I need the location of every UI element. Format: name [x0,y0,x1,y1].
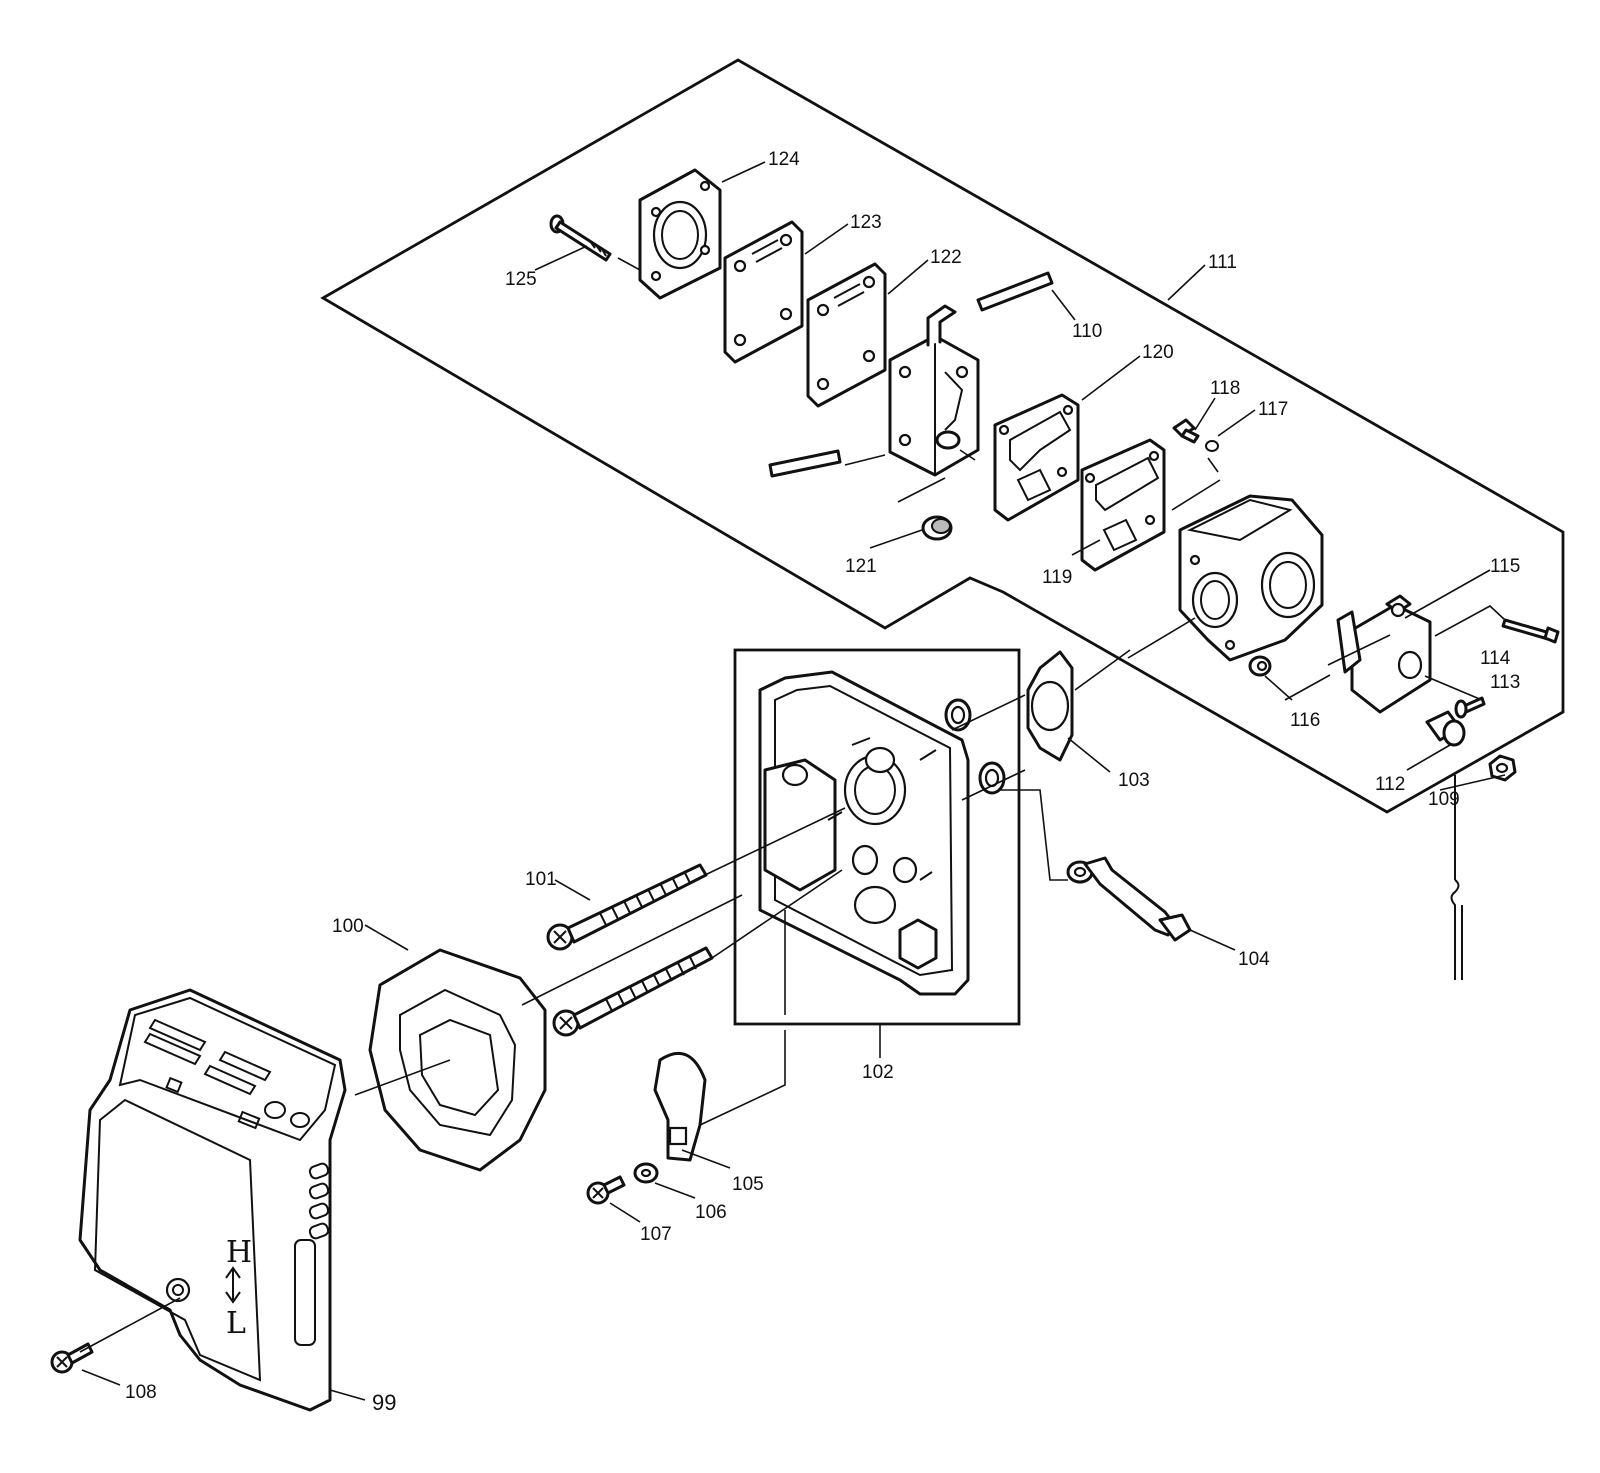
label-100: 100 [332,916,364,937]
carburetor-assembly-boundary [320,58,1565,814]
part-105-choke-shutter [653,1051,707,1162]
part-125-screw [549,214,612,262]
label-115: 115 [1490,556,1520,577]
part-101-bolt-lower [552,946,714,1037]
air-cleaner-base-frame [733,648,1021,1026]
part-123-gasket [723,220,804,364]
cover-mark-h: H [226,1235,252,1270]
cover-double-arrow-icon [225,1266,241,1304]
label-123: 123 [850,212,882,233]
part-102-air-cleaner-base [758,670,970,996]
label-99: 99 [372,1390,396,1415]
part-100-filter-element [368,948,547,1172]
part-106-washer [633,1162,659,1184]
label-105: 105 [732,1174,764,1195]
label-113: 113 [1490,672,1520,693]
part-104-choke-lever [1066,856,1192,942]
part-118-screw [1172,418,1200,444]
label-103: 103 [1118,770,1150,791]
part-107-screw [586,1175,626,1205]
label-112: 112 [1375,774,1405,795]
spacer-upper [944,698,972,732]
part-122-diaphragm [806,262,887,408]
part-116-clip [1248,655,1272,677]
label-117: 117 [1258,399,1288,420]
part-121-filter-screen [921,515,953,541]
label-120: 120 [1142,342,1174,363]
label-104: 104 [1238,949,1270,970]
part-117-o-ring [1205,440,1219,452]
part-124-flange [638,168,722,300]
label-121: 121 [845,556,877,577]
label-114: 114 [1480,648,1511,669]
leader-lines [79,161,1506,1401]
label-118: 118 [1210,378,1240,399]
part-113-pin [1454,696,1486,719]
pump-body [888,304,980,477]
label-122: 122 [930,247,962,268]
label-125: 125 [505,269,537,290]
label-107: 107 [640,1224,672,1245]
lower-tube [768,449,842,478]
label-110: 110 [1072,321,1102,342]
label-124: 124 [768,149,800,170]
label-109: 109 [1428,789,1460,810]
part-120-gasket [993,393,1080,522]
part-112-adjust-cap [1425,710,1466,747]
label-106: 106 [695,1202,727,1223]
label-119: 119 [1042,567,1072,588]
label-108: 108 [125,1382,157,1403]
cover-mark-l: L [226,1306,246,1341]
label-116: 116 [1290,710,1320,731]
label-111: 111 [1208,252,1237,273]
part-109-nut-cable [1450,754,1517,980]
part-labels: 124 123 122 125 111 110 120 118 117 121 … [125,149,1520,1415]
part-110-tube [976,271,1054,312]
label-102: 102 [862,1062,894,1083]
part-114-screw [1501,618,1560,644]
part-99-cover: H L [78,988,347,1412]
spacer-lower [978,761,1006,795]
part-115-throttle [1336,594,1432,714]
label-101: 101 [525,869,557,890]
part-101-bolt-upper [546,863,708,951]
part-103-gasket [1026,650,1074,762]
carburetor-body [1178,494,1324,662]
part-119-gasket [1080,438,1166,572]
